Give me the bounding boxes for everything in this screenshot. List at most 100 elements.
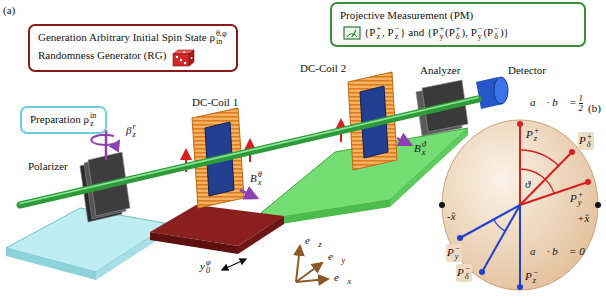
state-vector [482, 205, 520, 272]
state-dot [517, 121, 523, 127]
axis-label: e⃗y [328, 248, 345, 269]
panel-letter-text: (a) [3, 4, 15, 16]
box-text: θ,φ [216, 30, 227, 38]
shift-symbol-text: φ [206, 259, 211, 267]
state-dot [569, 149, 575, 155]
box-text: + [376, 25, 381, 33]
part-name-text: Detector [508, 64, 546, 76]
panel-letter: (a) [3, 2, 15, 18]
axis-label-text: -x̂ [447, 210, 456, 222]
angle-arc [494, 220, 506, 232]
state-label-text: P [457, 266, 464, 278]
state-label-text: P [525, 270, 532, 282]
text-line: Generation Arbitrary Initial Spin State … [38, 29, 228, 47]
axis-arrow [296, 279, 328, 282]
state-dot [517, 284, 523, 290]
box-text: Projective Measurement (PM) [340, 9, 473, 21]
state-label: P−δ [456, 264, 472, 282]
sphere [442, 120, 598, 290]
box-text: y [478, 33, 483, 41]
box-text: y [439, 33, 444, 41]
rotation-symbol-text: z [132, 131, 135, 139]
index-stack: ϑx [422, 141, 426, 158]
angle-label: ϑ [525, 176, 530, 192]
state-label: P+δ [578, 132, 594, 150]
index-stack: −z [533, 269, 539, 286]
axis-label-text: z [318, 240, 321, 249]
beam-highlight [20, 98, 478, 204]
state-label-text: + [534, 127, 540, 135]
index-stack: +z [376, 25, 381, 42]
measurement-icon [343, 26, 361, 40]
part-name-text: Polarizer [28, 160, 68, 172]
overlap-label-text: 2 [579, 103, 583, 113]
detector [476, 77, 508, 109]
state-label-text: − [455, 245, 461, 253]
state-label-text: z [534, 135, 540, 143]
index-stack: θ,φin [216, 30, 227, 47]
axis-label: +x̂ [577, 210, 589, 226]
platform-side [6, 248, 96, 280]
part-name: DC-Coil 1 [192, 94, 238, 110]
axis-label-text: x [347, 277, 351, 286]
box-text: } and {P [400, 26, 438, 38]
overlap-label: a⃗ · b⃗ =12 [530, 94, 585, 113]
rotation-symbol-text: β [126, 124, 131, 136]
state-label-text: + [578, 191, 584, 199]
index-stack: rz [132, 123, 135, 140]
text-line: {P+z, P−z} and {P+y(P+δ), P−y(P−δ)} [340, 24, 576, 42]
overlap-label-text: a⃗ · b⃗ = [530, 96, 577, 108]
text-line: Preparation ρinz [30, 111, 97, 129]
box-text: + [439, 25, 444, 33]
coil-platform [150, 205, 284, 254]
state-label-text: y [578, 199, 584, 207]
index-stack: −δ [494, 25, 499, 42]
index-stack: −z [395, 25, 400, 42]
state-label-text: − [465, 265, 471, 273]
index-stack: −y [478, 25, 483, 42]
state-label-text: P [447, 246, 454, 258]
rotation-marker [91, 130, 119, 160]
axis-label-text: e⃗ [328, 250, 341, 262]
box-text: Randomness Generator (RG) [38, 49, 166, 61]
axis-label-text: e⃗ [305, 234, 318, 246]
part-name: DC-Coil 2 [300, 60, 346, 76]
box-text: {P [364, 26, 375, 38]
box-text: in [90, 112, 96, 120]
field-arrow [397, 138, 411, 145]
panel-letter-text: (b) [588, 102, 601, 114]
state-label-text: δ [587, 141, 593, 149]
text-line: Projective Measurement (PM) [340, 7, 576, 24]
state-dot [585, 179, 591, 185]
field-symbol: Bθx [250, 170, 263, 188]
box-text: )} [500, 26, 509, 38]
part-name: Polarizer [28, 158, 68, 174]
rotation-symbol: βrz [126, 122, 137, 140]
axis-dot [439, 202, 445, 208]
shift-symbol: yφ0 [200, 258, 211, 276]
state-label: P−y [446, 244, 462, 262]
field-arrow [240, 190, 257, 198]
index-stack: +y [578, 191, 584, 208]
box-text: in [216, 38, 227, 46]
index-stack: θx [258, 171, 262, 188]
index-stack: inz [90, 112, 96, 129]
bloch-sphere [439, 120, 601, 290]
state-label-text: P [526, 128, 533, 140]
text-line: Randomness Generator (RG) [38, 47, 228, 67]
state-vector [519, 124, 521, 205]
index-stack: +δ [587, 133, 593, 150]
box-text: , P [382, 26, 394, 38]
index-stack: φ0 [206, 259, 211, 276]
preparation-box: Preparation ρinz [20, 106, 107, 134]
panel-letter: (b) [588, 100, 601, 116]
field-symbol-text: B [250, 172, 257, 184]
axis-label-text: y [341, 256, 345, 265]
neutron-beam [20, 98, 478, 206]
index-stack: +z [534, 127, 540, 144]
box-text: − [478, 25, 483, 33]
shift-symbol-text: y [200, 260, 205, 272]
axis-label-text: e⃗ [334, 271, 347, 283]
box-text: − [494, 25, 499, 33]
box-text: (P [445, 26, 455, 38]
